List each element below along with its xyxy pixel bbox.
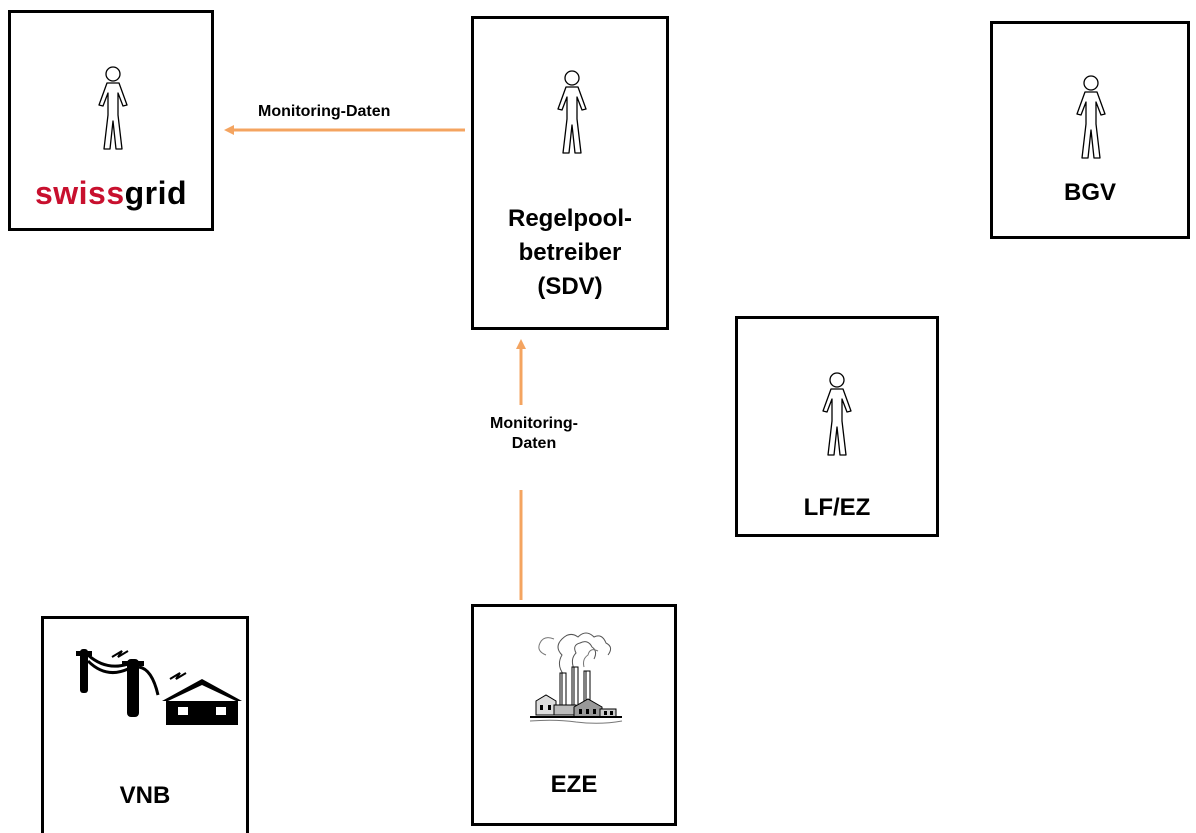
node-label: BGV xyxy=(1063,179,1116,206)
node-bgv[interactable]: BGV xyxy=(990,21,1190,239)
node-swissgrid[interactable]: swissgrid xyxy=(8,10,214,231)
swissgrid-logo: swissgrid xyxy=(11,175,211,212)
person-icon xyxy=(557,70,587,154)
power-grid-house-icon xyxy=(76,649,242,725)
edge-label-line1: Monitoring- xyxy=(490,415,578,432)
node-label: LF/EZ xyxy=(803,494,871,521)
factory-icon xyxy=(529,632,623,724)
logo-grid: grid xyxy=(124,175,188,211)
node-eze[interactable]: EZE xyxy=(471,604,677,826)
label-line2: betreiber xyxy=(518,239,622,266)
logo-swiss: swiss xyxy=(34,175,125,211)
label-line3: (SDV) xyxy=(537,273,603,300)
node-label: Regelpool- betreiber (SDV) xyxy=(474,202,666,304)
node-label: VNB xyxy=(119,782,171,809)
node-vnb[interactable]: VNB xyxy=(41,616,249,833)
node-label: EZE xyxy=(550,771,598,798)
person-icon xyxy=(822,372,852,456)
node-regelpoolbetreiber[interactable]: Regelpool- betreiber (SDV) xyxy=(471,16,669,330)
node-lfez[interactable]: LF/EZ xyxy=(735,316,939,537)
edge-label-monitoring-daten-top: Monitoring-Daten xyxy=(258,103,391,120)
edge-label-monitoring-daten-vertical: Monitoring- Daten xyxy=(470,414,598,454)
edge-label-line2: Daten xyxy=(511,435,557,452)
person-icon xyxy=(98,66,128,150)
label-line1: Regelpool- xyxy=(508,205,632,232)
person-icon xyxy=(1076,75,1106,159)
